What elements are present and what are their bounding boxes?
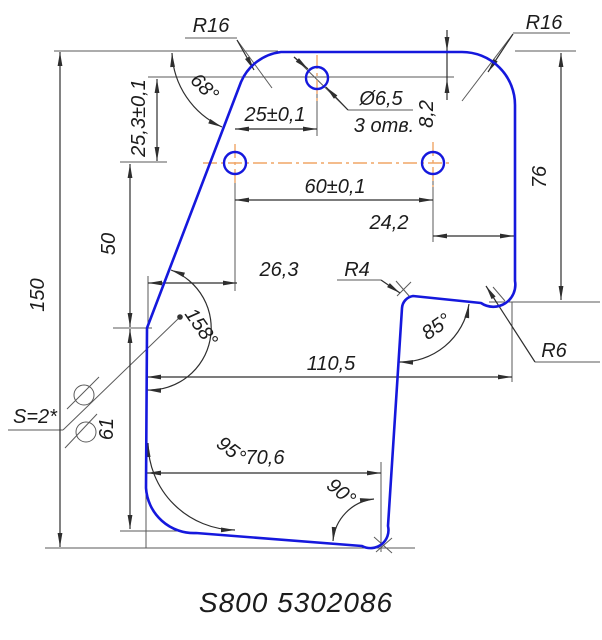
angle-label-68: 68° (186, 69, 223, 106)
dim-label-150: 150 (27, 278, 49, 311)
dim-label-70-6: 70,6 (246, 447, 286, 469)
dim-label-8-2: 8,2 (416, 100, 438, 128)
centerlines (203, 55, 452, 187)
radius-label-r4: R4 (344, 259, 370, 281)
dim-label-24-2: 24,2 (369, 212, 409, 234)
part-outline (144, 50, 517, 550)
dim-label-76: 76 (529, 165, 551, 188)
radius-label-top-right: R16 (526, 12, 564, 34)
angle-label-158: 158° (180, 304, 222, 351)
labels: R16 R16 68° 25,3±0,1 25±0,1 Ø6,5 3 отв. … (13, 12, 568, 618)
hole-mid-left (222, 150, 248, 176)
dim-label-25-3: 25,3±0,1 (128, 79, 150, 158)
hole-diameter-label: Ø6,5 (358, 88, 403, 110)
radius-label-r6: R6 (541, 340, 567, 362)
extension-lines (8, 32, 600, 554)
hole-count-label: 3 отв. (354, 115, 414, 137)
dim-label-61: 61 (96, 418, 118, 440)
holes (222, 65, 446, 176)
angle-label-95: 95° (212, 432, 249, 468)
radius-label-top-left: R16 (193, 15, 231, 37)
thickness-note-label: S=2* (13, 406, 58, 428)
dim-label-26-3: 26,3 (259, 259, 299, 281)
dim-label-110-5: 110,5 (307, 353, 356, 375)
drawing-title: S800 5302086 (199, 587, 393, 618)
angle-label-85: 85° (418, 309, 455, 344)
hole-mid-right (420, 150, 446, 176)
dim-label-50: 50 (98, 233, 120, 255)
hole-top (304, 65, 330, 91)
angle-label-90: 90° (322, 474, 359, 510)
dim-label-60: 60±0,1 (304, 176, 365, 198)
thickness-leader-symbols (64, 314, 183, 449)
dim-label-25: 25±0,1 (243, 104, 305, 126)
dimension-lines (57, 30, 564, 547)
